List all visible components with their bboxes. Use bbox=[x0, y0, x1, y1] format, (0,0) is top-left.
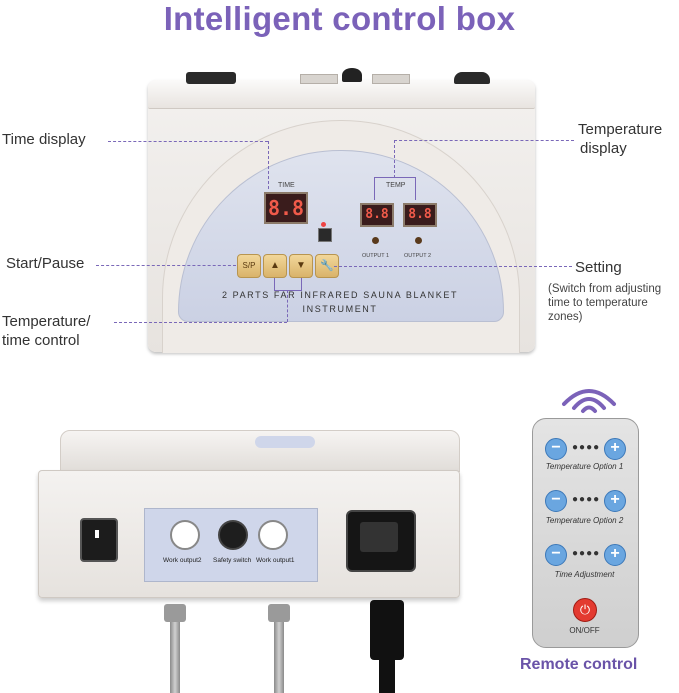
temp-lcd-1: 8.8 bbox=[360, 203, 394, 227]
remote-temp2-plus-button[interactable]: + bbox=[604, 490, 626, 512]
start-pause-button[interactable]: S/P bbox=[237, 254, 261, 278]
callout-line-temp-v bbox=[394, 140, 395, 178]
callout-temp-time-control-1: Temperature/ bbox=[2, 313, 91, 330]
callout-line-time-v bbox=[268, 141, 269, 189]
safety-switch-knob[interactable] bbox=[218, 520, 248, 550]
work-output-2-label: Work output2 bbox=[163, 557, 202, 564]
callout-bracket-temp bbox=[374, 177, 416, 200]
work-output-2-socket[interactable] bbox=[170, 520, 200, 550]
remote-temp-option-1-label: Temperature Option 1 bbox=[545, 462, 624, 471]
top-knob bbox=[342, 68, 362, 82]
power-cable-plug bbox=[370, 600, 404, 660]
down-button[interactable]: ▼ bbox=[289, 254, 313, 278]
work-output-1-socket[interactable] bbox=[258, 520, 288, 550]
remote-temp1-plus-button[interactable]: + bbox=[604, 438, 626, 460]
cable-plug-2 bbox=[164, 604, 186, 622]
callout-line-setting bbox=[334, 266, 572, 267]
time-label: TIME bbox=[278, 182, 295, 189]
remote-time-minus-button[interactable]: − bbox=[545, 544, 567, 566]
callout-line-start bbox=[96, 265, 236, 266]
work-output-1-label: Work output1 bbox=[256, 557, 295, 564]
remote-temp2-minus-button[interactable]: − bbox=[545, 490, 567, 512]
callout-bracket-updown bbox=[274, 278, 302, 291]
cable-plug-1 bbox=[268, 604, 290, 622]
remote-dots-1: ●●●● bbox=[572, 442, 601, 453]
page-title: Intelligent control box bbox=[163, 0, 516, 37]
output-2-led bbox=[415, 237, 422, 244]
temp-lcd-2: 8.8 bbox=[403, 203, 437, 227]
cable-1 bbox=[274, 622, 284, 693]
callout-start-pause: Start/Pause bbox=[6, 255, 85, 272]
remote-dots-3: ●●●● bbox=[572, 548, 601, 559]
control-box-rim bbox=[148, 80, 535, 109]
top-connector-right bbox=[454, 72, 490, 84]
cable-2 bbox=[170, 622, 180, 693]
temp-label: TEMP bbox=[386, 182, 406, 189]
output-1-led bbox=[372, 237, 379, 244]
ac-inlet-pins bbox=[360, 522, 398, 552]
instrument-name-line2: INSTRUMENT bbox=[302, 304, 378, 314]
remote-time-plus-button[interactable]: + bbox=[604, 544, 626, 566]
power-rocker-switch[interactable] bbox=[80, 518, 118, 562]
remote-dots-2: ●●●● bbox=[572, 494, 601, 505]
callout-setting-note-1: (Switch from adjusting bbox=[548, 283, 662, 295]
output-2-label: OUTPUT 2 bbox=[404, 253, 432, 259]
callout-line-time-h bbox=[108, 141, 268, 142]
up-button[interactable]: ▲ bbox=[263, 254, 287, 278]
callout-temp-time-control-2: time control bbox=[2, 332, 80, 349]
power-cable bbox=[379, 660, 395, 693]
callout-temperature-display-2: display bbox=[580, 140, 627, 157]
setting-button[interactable]: 🔧 bbox=[315, 254, 339, 278]
remote-power-button[interactable]: ⏻ bbox=[573, 598, 597, 622]
remote-temp1-minus-button[interactable]: − bbox=[545, 438, 567, 460]
callout-temperature-display-1: Temperature bbox=[578, 121, 663, 138]
remote-on-off-label: ON/OFF bbox=[569, 626, 600, 635]
top-connector-left bbox=[186, 72, 236, 84]
rear-top-panel-hint bbox=[255, 436, 315, 448]
instrument-name-line1: 2 PARTS FAR INFRARED SAUNA BLANKET bbox=[221, 290, 459, 300]
top-slot-1 bbox=[300, 74, 338, 84]
wireless-signal-icon bbox=[562, 389, 616, 413]
callout-time-display: Time display bbox=[2, 131, 86, 148]
lock-indicator-icon bbox=[318, 228, 332, 242]
power-switch-mark-icon bbox=[95, 530, 99, 538]
remote-time-adjustment-label: Time Adjustment bbox=[554, 570, 615, 579]
callout-line-temp-h bbox=[394, 140, 574, 141]
callout-setting-note-2: time to temperature bbox=[548, 297, 648, 309]
lock-led bbox=[321, 222, 326, 227]
callout-line-updown-h bbox=[114, 322, 287, 323]
time-lcd: 8.8 bbox=[264, 192, 308, 224]
remote-temp-option-2-label: Temperature Option 2 bbox=[545, 516, 624, 525]
callout-line-updown-v bbox=[287, 290, 288, 322]
callout-setting: Setting bbox=[575, 259, 622, 276]
callout-setting-note-3: zones) bbox=[548, 311, 583, 323]
top-slot-2 bbox=[372, 74, 410, 84]
output-1-label: OUTPUT 1 bbox=[362, 253, 390, 259]
safety-switch-label: Safety switch bbox=[213, 557, 252, 564]
remote-control-caption: Remote control bbox=[520, 656, 638, 673]
